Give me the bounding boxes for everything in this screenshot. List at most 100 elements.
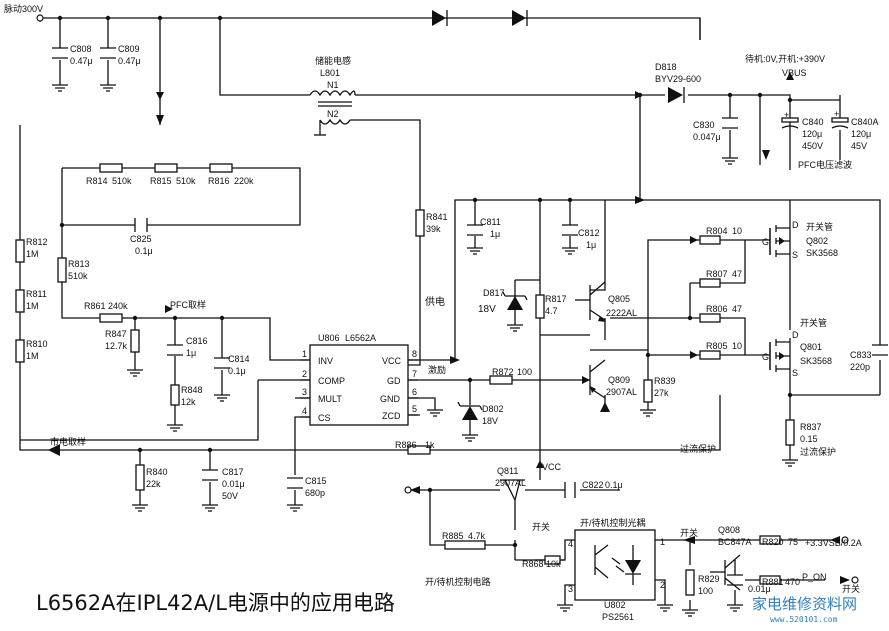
svg-text:C815: C815 bbox=[305, 476, 327, 486]
cap-C808 bbox=[52, 47, 68, 59]
svg-text:R872: R872 bbox=[492, 367, 514, 377]
svg-text:R820: R820 bbox=[762, 537, 784, 547]
net-p-on: P_ON bbox=[802, 572, 827, 582]
svg-text:R837: R837 bbox=[800, 422, 822, 432]
cap-C816 bbox=[167, 344, 183, 356]
svg-text:GND: GND bbox=[380, 394, 401, 404]
resistors bbox=[15, 163, 795, 596]
net-labels: 脉动300V 待机:0V,开机:+390V VBUS PFC电压滤波 PFC取样… bbox=[4, 3, 862, 594]
svg-text:C833: C833 bbox=[850, 350, 872, 360]
svg-text:10: 10 bbox=[732, 341, 742, 351]
svg-text:680p: 680p bbox=[305, 488, 325, 498]
net-pfc-filter: PFC电压滤波 bbox=[798, 159, 852, 170]
svg-text:R814: R814 bbox=[86, 176, 108, 186]
svg-text:100: 100 bbox=[517, 367, 532, 377]
component-labels: C808 0.47μ C809 0.47μ 储能电感 L801 N1 N2 D8… bbox=[26, 44, 879, 622]
svg-text:1M: 1M bbox=[26, 351, 39, 361]
net-pfc-sample: PFC取样 bbox=[170, 299, 206, 310]
svg-text:1: 1 bbox=[660, 537, 665, 547]
svg-text:S: S bbox=[792, 368, 798, 378]
svg-text:D: D bbox=[792, 220, 799, 230]
svg-text:MULT: MULT bbox=[318, 394, 342, 404]
svg-text:C816: C816 bbox=[186, 336, 208, 346]
cap-Q808 bbox=[727, 574, 743, 586]
svg-text:L6562A: L6562A bbox=[345, 333, 376, 343]
svg-text:D802: D802 bbox=[482, 404, 504, 414]
svg-text:27k: 27k bbox=[654, 388, 669, 398]
svg-text:1k: 1k bbox=[425, 440, 435, 450]
svg-text:18V: 18V bbox=[482, 416, 498, 426]
svg-text:450V: 450V bbox=[802, 141, 823, 151]
svg-text:D818: D818 bbox=[655, 62, 677, 72]
svg-text:SK3568: SK3568 bbox=[806, 248, 838, 258]
cap-C814 bbox=[214, 357, 230, 369]
svg-text:47: 47 bbox=[732, 304, 742, 314]
svg-text:BC847A: BC847A bbox=[718, 537, 752, 547]
transistor-Q811 bbox=[500, 479, 525, 501]
net-overcurrent-1: 过流保护 bbox=[680, 443, 716, 454]
net-switch-3: 开关 bbox=[842, 583, 860, 594]
zener-D802 bbox=[457, 401, 483, 420]
svg-text:Q805: Q805 bbox=[608, 294, 630, 304]
svg-text:C822: C822 bbox=[582, 480, 604, 490]
svg-text:510k: 510k bbox=[176, 176, 196, 186]
net-switch-1: 开关 bbox=[532, 521, 550, 532]
inductor-L801 bbox=[309, 90, 356, 136]
transistor-Q809 bbox=[589, 359, 606, 399]
transistor-Q808 bbox=[710, 554, 741, 591]
svg-text:12k: 12k bbox=[181, 397, 196, 407]
svg-text:R815: R815 bbox=[150, 176, 172, 186]
net-mains-sample: 市电取样 bbox=[50, 436, 86, 447]
svg-text:8: 8 bbox=[412, 349, 417, 359]
svg-text:BYV29-600: BYV29-600 bbox=[655, 74, 701, 84]
svg-text:G: G bbox=[762, 352, 769, 362]
grounds bbox=[52, 84, 798, 617]
svg-text:510k: 510k bbox=[68, 271, 88, 281]
svg-text:PS2561: PS2561 bbox=[602, 612, 634, 622]
svg-text:2222AL: 2222AL bbox=[606, 308, 637, 318]
svg-text:N2: N2 bbox=[327, 109, 339, 119]
svg-text:510k: 510k bbox=[112, 176, 132, 186]
svg-text:45V: 45V bbox=[851, 141, 867, 151]
svg-text:1μ: 1μ bbox=[186, 348, 196, 358]
svg-text:R868: R868 bbox=[522, 559, 544, 569]
svg-text:0.15: 0.15 bbox=[800, 434, 818, 444]
net-standby-note: 待机:0V,开机:+390V bbox=[745, 53, 825, 64]
svg-text:12.7k: 12.7k bbox=[105, 341, 128, 351]
svg-text:Q809: Q809 bbox=[608, 375, 630, 385]
svg-text:4.7k: 4.7k bbox=[468, 531, 486, 541]
svg-text:18V: 18V bbox=[478, 304, 496, 315]
wires bbox=[19, 17, 881, 610]
svg-text:39k: 39k bbox=[426, 224, 441, 234]
svg-text:C808: C808 bbox=[70, 44, 92, 54]
svg-text:3: 3 bbox=[568, 584, 573, 594]
svg-text:0.1μ: 0.1μ bbox=[605, 480, 623, 490]
zener-D817 bbox=[502, 291, 528, 310]
junctions bbox=[36, 14, 859, 584]
svg-text:+: + bbox=[834, 109, 839, 119]
net-drive: 激励 bbox=[428, 364, 446, 375]
svg-text:R804: R804 bbox=[706, 226, 728, 236]
svg-text:R810: R810 bbox=[26, 339, 48, 349]
svg-text:50V: 50V bbox=[222, 491, 238, 501]
svg-text:1μ: 1μ bbox=[490, 229, 500, 239]
svg-text:开关管: 开关管 bbox=[800, 317, 827, 328]
mosfet-Q801 bbox=[769, 339, 790, 372]
svg-text:C840A: C840A bbox=[851, 117, 879, 127]
net-pulse-300v: 脉动300V bbox=[4, 3, 43, 14]
svg-text:R807: R807 bbox=[706, 269, 728, 279]
svg-text:C814: C814 bbox=[228, 354, 250, 364]
svg-text:U806: U806 bbox=[318, 333, 340, 343]
svg-text:C817: C817 bbox=[222, 467, 244, 477]
svg-text:220k: 220k bbox=[234, 176, 254, 186]
svg-text:R805: R805 bbox=[706, 341, 728, 351]
cap-C833 bbox=[872, 344, 888, 356]
svg-text:0.47μ: 0.47μ bbox=[70, 56, 93, 66]
svg-text:Q811: Q811 bbox=[497, 466, 518, 476]
svg-text:6: 6 bbox=[412, 387, 417, 397]
net-optocoupler: 开/待机控制光耦 bbox=[580, 517, 646, 528]
svg-text:N1: N1 bbox=[327, 80, 339, 90]
svg-text:R816: R816 bbox=[208, 176, 230, 186]
cap-C830 bbox=[722, 117, 738, 129]
svg-text:2907AL: 2907AL bbox=[606, 387, 637, 397]
